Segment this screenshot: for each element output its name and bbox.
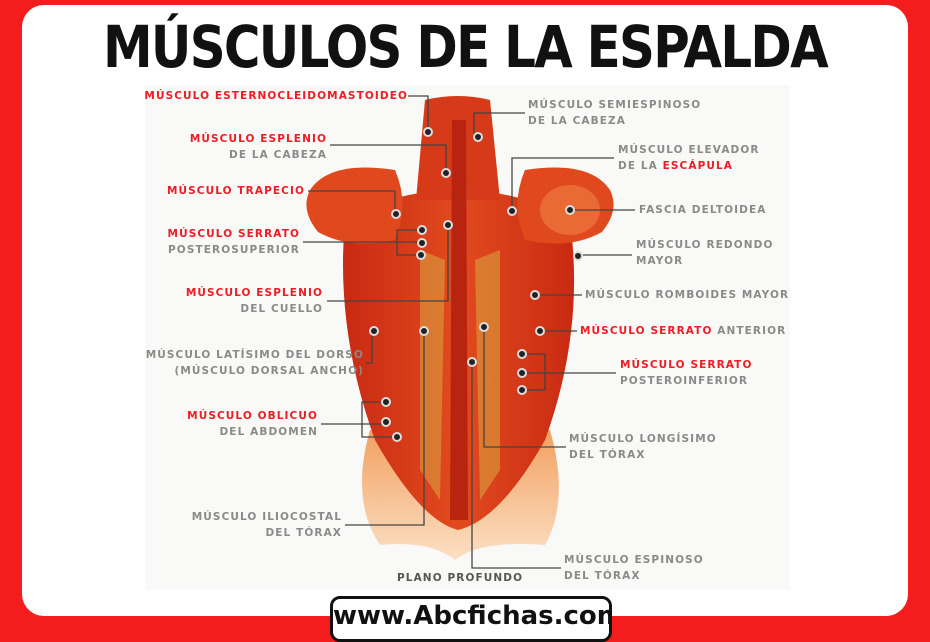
caption-plano-profundo: PLANO PROFUNDO bbox=[397, 572, 524, 584]
page-title: MÚSCULOS DE LA ESPALDA bbox=[102, 13, 829, 81]
label-fascia-deltoidea: FASCIA DELTOIDEA bbox=[639, 204, 767, 216]
label-trapecio: MÚSCULO TRAPECIO bbox=[166, 185, 305, 197]
label-serrato-anterior: MÚSCULO SERRATO ANTERIOR bbox=[580, 325, 787, 337]
back-muscles-illustration bbox=[303, 95, 635, 569]
label-esternocleidomastoideo: MÚSCULO ESTERNOCLEIDOMASTOIDEO bbox=[144, 90, 408, 102]
website-link[interactable]: www.Abcfichas.com bbox=[330, 596, 612, 642]
label-romboides-mayor: MÚSCULO ROMBOIDES MAYOR bbox=[585, 289, 790, 301]
label-latisimo-dorso: MÚSCULO LATÍSIMO DEL DORSO(MÚSCULO DORSA… bbox=[145, 349, 364, 377]
